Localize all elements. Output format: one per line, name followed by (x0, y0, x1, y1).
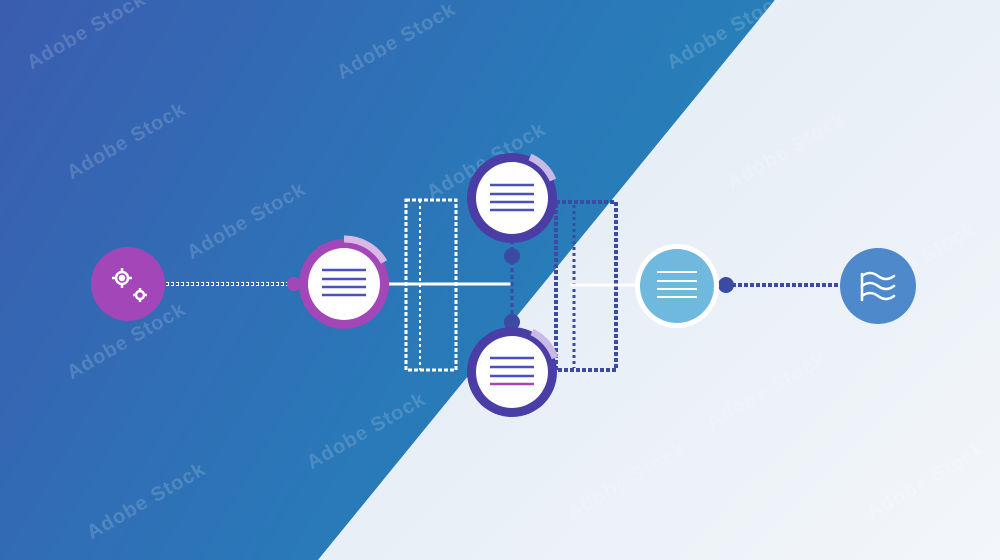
node-end (840, 248, 916, 324)
gears-icon (112, 268, 147, 302)
node-doc-main (299, 235, 389, 329)
document-lines-icon (490, 356, 534, 386)
wave-flag-icon (860, 271, 896, 302)
connector-dot (718, 277, 734, 293)
node-doc-output (635, 244, 719, 328)
node-doc-bottom (467, 327, 559, 417)
connector-dot (504, 314, 520, 330)
connector-dot (287, 277, 301, 291)
split-frame-left (404, 198, 458, 372)
connectors (166, 198, 840, 372)
document-lines-icon (322, 268, 366, 297)
document-lines-icon (657, 271, 697, 298)
node-doc-top (467, 153, 557, 243)
document-lines-icon (490, 183, 534, 212)
node-gear (91, 247, 165, 321)
connector-dot (504, 248, 520, 264)
